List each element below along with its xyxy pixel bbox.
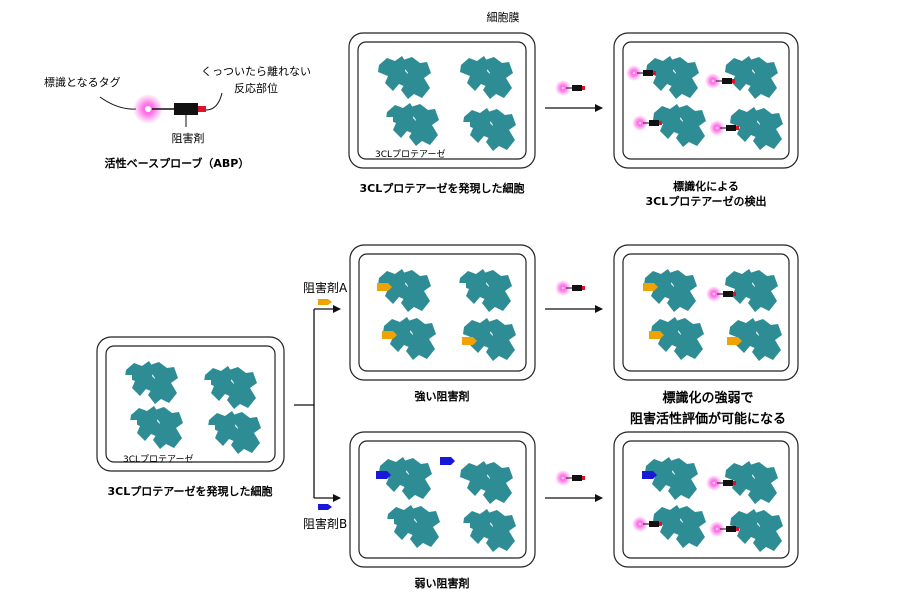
inhibitor-icon (642, 471, 657, 479)
cell-start (96, 336, 285, 472)
detect-caption-line1: 標識化による (673, 180, 739, 193)
probe-icon (632, 516, 662, 532)
probe-icon (709, 521, 739, 537)
weak-inhibitor-caption: 弱い阻害剤 (414, 577, 470, 590)
inhibitor-icon (376, 471, 391, 479)
warhead-label-line1: くっついたら離れない (201, 65, 311, 78)
protease-icon (463, 509, 516, 552)
probe-icon (706, 475, 736, 491)
probe-icon (705, 73, 735, 89)
protease-icon (386, 103, 439, 146)
tag-pointer-line (99, 96, 137, 110)
probe-icon (706, 286, 736, 302)
inhibitor-block (174, 103, 198, 115)
result-caption-line2: 阻害活性評価が可能になる (629, 412, 787, 427)
cell-strong-1 (349, 244, 536, 381)
probe-icon (709, 120, 739, 136)
probe-icon (555, 280, 585, 296)
inhibitor-label: 阻害剤 (171, 132, 205, 145)
cell-caption-bottom: 3CLプロテアーゼを発現した細胞 (107, 485, 273, 498)
membrane-label: 細胞膜 (486, 11, 520, 24)
probe-icon (626, 65, 656, 81)
warhead-pointer-line (205, 92, 223, 111)
protease-icon (204, 366, 257, 409)
protease-icon (653, 104, 706, 147)
inhibitor-icon (377, 283, 392, 291)
warhead-label-line2: 反応部位 (234, 82, 278, 95)
probe-icon (555, 470, 585, 486)
tag-label: 標識となるタグ (44, 76, 121, 89)
tag-glow-icon (133, 94, 163, 124)
protease-icon (463, 108, 516, 151)
protease-icon (460, 461, 513, 504)
protease-icon (378, 56, 431, 99)
inhibitor-icon (382, 331, 397, 339)
protease-label-bottom: 3CLプロテアーゼ (123, 455, 194, 465)
abp-probe-illustration (99, 92, 223, 127)
protease-icon (459, 269, 512, 312)
cell-weak-1 (349, 431, 536, 568)
cell-weak-2 (613, 431, 799, 568)
strong-inhibitor-caption: 強い阻害剤 (414, 390, 470, 403)
inhibitor-icon (462, 337, 477, 345)
inhibitor-icon (727, 337, 742, 345)
cell-caption-top: 3CLプロテアーゼを発現した細胞 (359, 182, 525, 195)
branch-arrows (294, 305, 341, 502)
probe-icon (555, 80, 585, 96)
cell-strong-2 (613, 244, 799, 381)
protease-icon (208, 411, 261, 454)
inhibitor-icon (649, 331, 664, 339)
protease-icon (130, 406, 183, 449)
protease-icon (653, 505, 706, 548)
inhibitor-icon (440, 457, 455, 465)
protease-icon (725, 269, 778, 312)
detect-caption-line2: 3CLプロテアーゼの検出 (645, 195, 767, 208)
inhibitor-icon-a (318, 299, 332, 305)
inhibitor-icon-b (318, 504, 332, 510)
protease-icon (725, 56, 778, 99)
cell-top-1 (348, 32, 536, 169)
protease-label-top: 3CLプロテアーゼ (375, 150, 446, 160)
result-caption-line1: 標識化の強弱で (662, 391, 754, 406)
protease-icon (646, 56, 699, 99)
inhibitor-a-label: 阻害剤A (303, 281, 348, 295)
abp-label: 活性ベースプローブ（ABP） (104, 157, 250, 170)
cell-top-2 (613, 32, 799, 169)
inhibitor-b-label: 阻害剤B (303, 517, 348, 531)
probe-icon (632, 115, 662, 131)
protease-icon (460, 56, 513, 99)
protease-icon (125, 361, 178, 404)
protease-icon (387, 505, 440, 548)
inhibitor-icon (643, 283, 658, 291)
reactive-site-icon (198, 106, 206, 112)
